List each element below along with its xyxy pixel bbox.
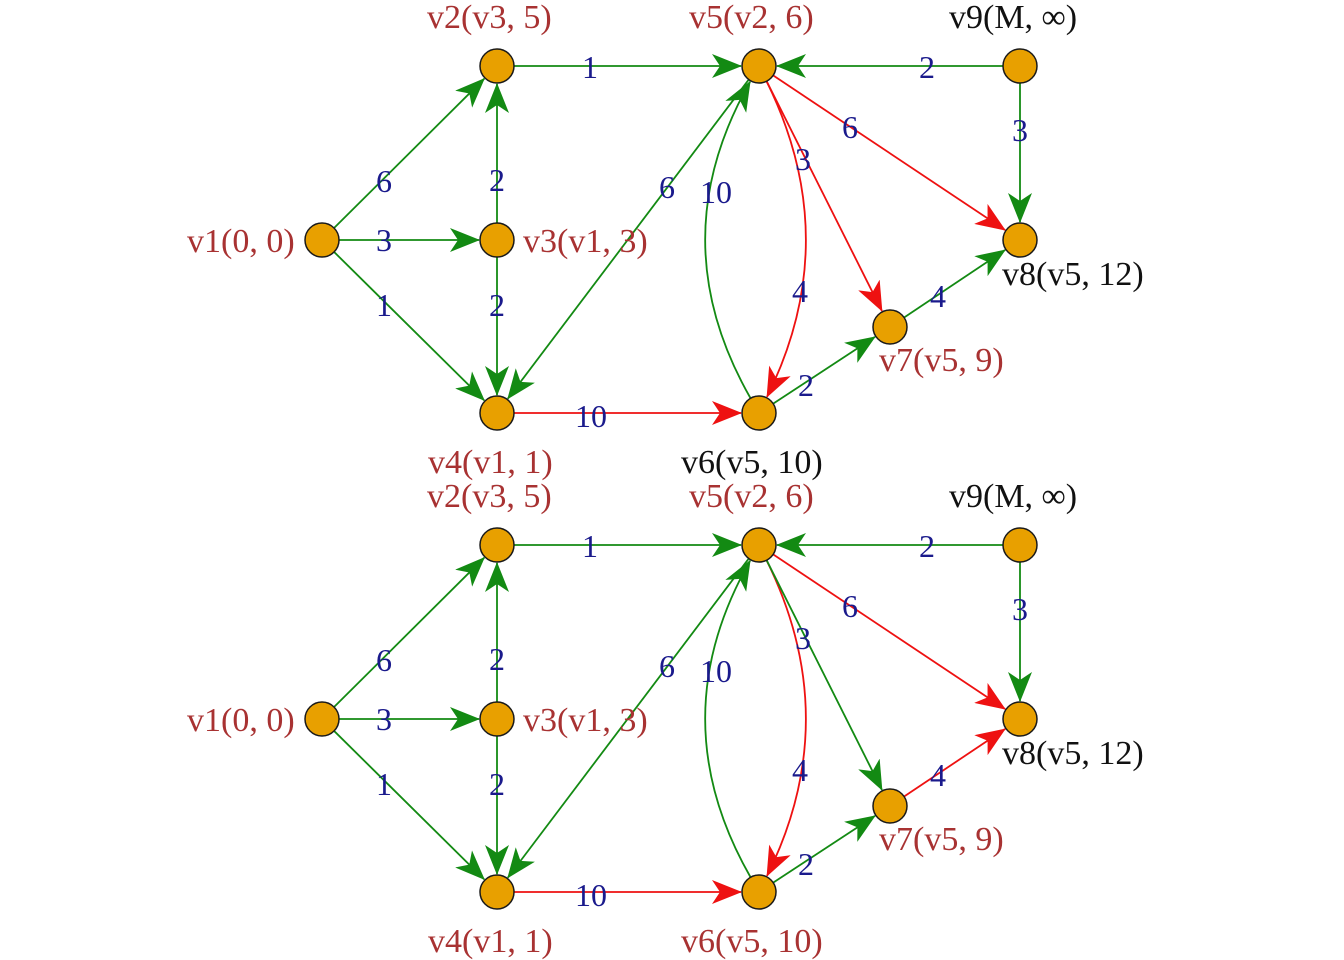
node-label-v3: v3(v1, 3) (523, 702, 648, 739)
node-label-v1: v1(0, 0) (187, 702, 295, 739)
edge-v6-v5 (704, 80, 752, 399)
edge-weight-v9-v8: 3 (1012, 112, 1028, 148)
edges (333, 54, 1032, 425)
node-labels: v1(0, 0) v2(v3, 5) v3(v1, 3) v4(v1, 1) v5(v2… (187, 0, 1144, 481)
edge-weight-v1-v2: 6 (376, 642, 392, 678)
edge-weight-v6-v7: 2 (798, 846, 814, 882)
node-label-v5: v5(v2, 6) (689, 478, 814, 515)
edge-weight-v5-v6: 4 (792, 273, 808, 309)
edge-weight-v3-v2: 2 (489, 641, 505, 677)
edge-weight-v1-v4: 1 (376, 287, 392, 323)
edge-v5-v6 (765, 80, 807, 398)
node-v4 (479, 395, 515, 431)
edge-v1-v4 (333, 251, 485, 402)
edge-weight-v4-v6: 10 (575, 398, 607, 434)
edge-v5-v7 (765, 80, 883, 312)
edge-weight-v3-v4: 2 (489, 287, 505, 323)
node-label-v7: v7(v5, 9) (879, 821, 1004, 858)
edge-v7-v8 (903, 249, 1006, 319)
edge-weight-v9-v5: 2 (919, 49, 935, 85)
edge-weight-v3-v4: 2 (489, 766, 505, 802)
nodes (304, 527, 1038, 910)
node-v7 (872, 788, 908, 824)
node-v6 (741, 395, 777, 431)
node-label-v4: v4(v1, 1) (428, 923, 553, 960)
edge-weight-v6-v5: 10 (700, 174, 732, 210)
node-v8 (1002, 222, 1038, 258)
edge-weight-v5-v8: 6 (842, 588, 858, 624)
node-label-v8: v8(v5, 12) (1002, 256, 1144, 293)
edge-v5-v8 (772, 74, 1006, 231)
edge-v5-v4 (507, 79, 750, 400)
edge-weight-v5-v6: 4 (792, 752, 808, 788)
edge-v1-v2 (333, 77, 485, 229)
edge-weight-v7-v8: 4 (930, 278, 946, 314)
node-label-v3: v3(v1, 3) (523, 223, 648, 260)
edge-weight-v9-v5: 2 (919, 528, 935, 564)
nodes (304, 48, 1038, 431)
edge-weight-v5-v8: 6 (842, 109, 858, 145)
edge-weight-v5-v7: 3 (795, 141, 811, 177)
edge-weight-v2-v5: 1 (582, 528, 598, 564)
node-v9 (1002, 48, 1038, 84)
edges (333, 533, 1032, 904)
node-v9 (1002, 527, 1038, 563)
edge-weight-v5-v7: 3 (795, 620, 811, 656)
node-label-v9: v9(M, ∞) (949, 0, 1077, 36)
node-v2 (479, 48, 515, 84)
node-label-v8: v8(v5, 12) (1002, 735, 1144, 772)
node-label-v6: v6(v5, 10) (681, 923, 823, 960)
node-v3 (479, 222, 515, 258)
node-label-v9: v9(M, ∞) (949, 478, 1077, 515)
node-v5 (741, 527, 777, 563)
node-label-v4: v4(v1, 1) (428, 444, 553, 481)
edge-weight-v1-v3: 3 (376, 222, 392, 258)
edge-weight-v1-v3: 3 (376, 701, 392, 737)
node-label-v1: v1(0, 0) (187, 223, 295, 260)
edge-v6-v5 (704, 559, 752, 878)
edge-weight-v1-v2: 6 (376, 163, 392, 199)
node-label-v7: v7(v5, 9) (879, 342, 1004, 379)
node-v6 (741, 874, 777, 910)
edge-weight-v6-v5: 10 (700, 653, 732, 689)
edge-v7-v8 (903, 728, 1006, 798)
edge-weight-v5-v4: 6 (659, 648, 675, 684)
edge-v6-v7 (772, 815, 876, 884)
node-label-v6: v6(v5, 10) (681, 444, 823, 481)
edge-weight-v3-v2: 2 (489, 162, 505, 198)
node-label-v2: v2(v3, 5) (427, 0, 552, 36)
edge-weight-v9-v8: 3 (1012, 591, 1028, 627)
node-label-v5: v5(v2, 6) (689, 0, 814, 36)
edge-v6-v7 (772, 336, 876, 405)
edge-weight-v7-v8: 4 (930, 757, 946, 793)
edge-v1-v2 (333, 556, 485, 708)
edge-weight-v2-v5: 1 (582, 49, 598, 85)
edge-v5-v7 (765, 559, 883, 791)
node-v8 (1002, 701, 1038, 737)
node-v3 (479, 701, 515, 737)
node-v1 (304, 222, 340, 258)
edge-weight-v6-v7: 2 (798, 367, 814, 403)
node-v1 (304, 701, 340, 737)
edge-v1-v4 (333, 730, 485, 881)
node-v2 (479, 527, 515, 563)
edge-v5-v8 (772, 553, 1006, 710)
edge-weight-v5-v4: 6 (659, 169, 675, 205)
node-v5 (741, 48, 777, 84)
edge-v5-v6 (765, 559, 807, 877)
node-labels: v1(0, 0) v2(v3, 5) v3(v1, 3) v4(v1, 1) v5(v2… (187, 478, 1144, 960)
edge-weight-v4-v6: 10 (575, 877, 607, 913)
node-v4 (479, 874, 515, 910)
node-label-v2: v2(v3, 5) (427, 478, 552, 515)
node-v7 (872, 309, 908, 345)
edge-v5-v4 (507, 558, 750, 879)
edge-weight-v1-v4: 1 (376, 766, 392, 802)
